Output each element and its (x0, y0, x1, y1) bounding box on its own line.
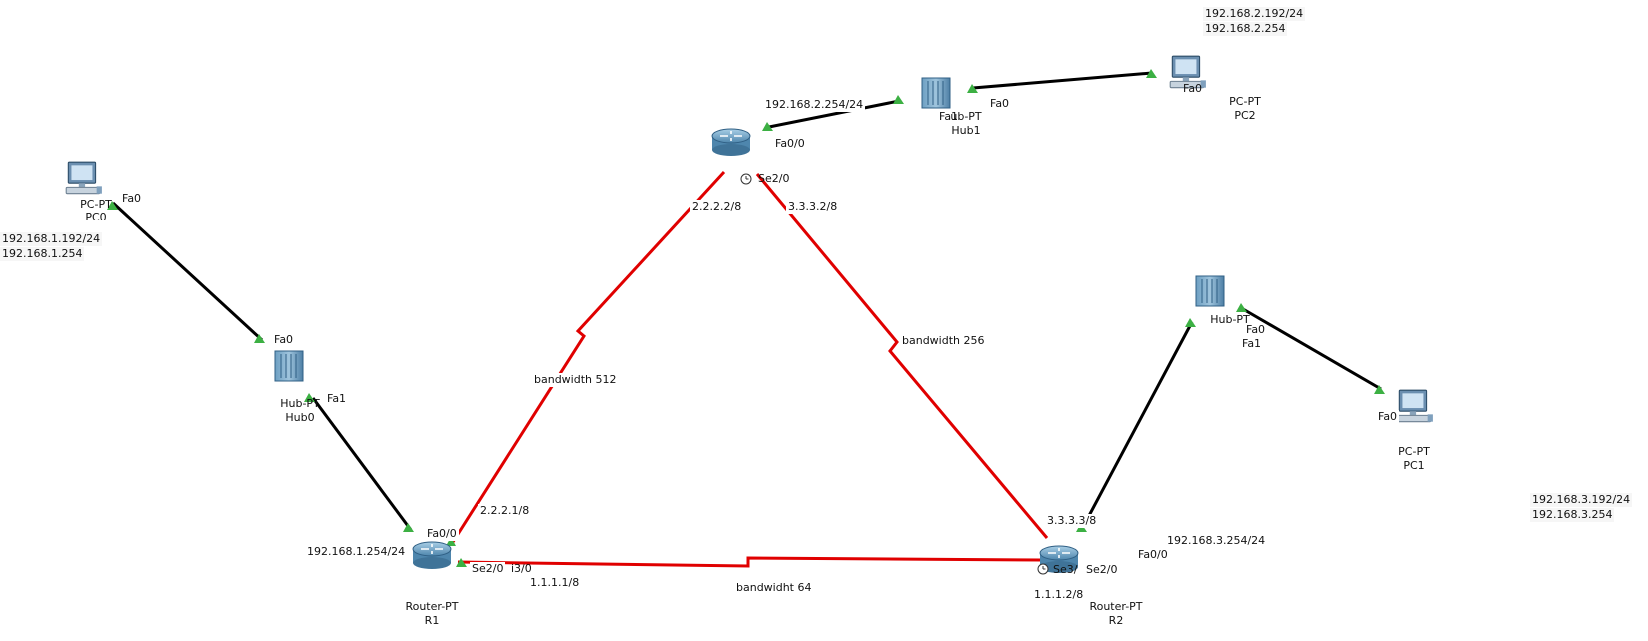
router-r0-icon[interactable] (711, 128, 751, 156)
r2-lan-address: 192.168.3.254/24 (1167, 534, 1266, 547)
r1-name-label: R1 (424, 614, 440, 627)
port-led-r1-se30 (456, 558, 467, 567)
r0-serial-address-left: 2.2.2.2/8 (690, 200, 744, 214)
pc1-ip: 192.168.3.192/24 (1530, 493, 1633, 507)
link-hub0-r1 (311, 397, 413, 531)
port-led-hub0-fa0 (254, 334, 265, 343)
r2-serial-address-top: 3.3.3.3/8 (1045, 514, 1099, 528)
hub-hub1-icon[interactable] (921, 77, 951, 109)
r2-name-label: R2 (1108, 614, 1124, 627)
r1-serial-address: 2.2.2.1/8 (478, 504, 532, 518)
link-pc0-hub0 (111, 201, 264, 342)
hub0-name-label: Hub0 (285, 411, 315, 424)
port-led-hub2-fa1 (1185, 318, 1196, 327)
r2-port-fa00: Fa0/0 (1138, 548, 1168, 561)
hub2-port-fa0: Fa0 (1246, 323, 1266, 336)
link-bandwidth-r1-r2: bandwidht 64 (734, 581, 814, 595)
pc2-ip: 192.168.2.192/24 (1203, 7, 1306, 21)
r1-port-se20: Se2/0 (470, 562, 506, 576)
port-led-pc2 (1146, 69, 1157, 78)
pc2-gateway: 192.168.2.254 (1203, 22, 1288, 36)
router-r2-icon[interactable] (1039, 545, 1079, 573)
pc1-name-label: PC1 (1403, 459, 1425, 472)
hub1-type-label: ub-PT (950, 110, 982, 123)
hub1-port-fa0: Fa0 (988, 97, 1012, 111)
port-indicators (107, 69, 1385, 567)
link-hub1-pc2 (972, 71, 1153, 90)
r0-lan-address: 192.168.2.254/24 (763, 98, 866, 112)
hub2-type-label: Hub-PT (1210, 313, 1250, 326)
serial-r1-r0 (451, 170, 726, 543)
port-led-pc0 (107, 201, 118, 210)
r1-type-label: Router-PT (405, 600, 459, 613)
router-r1-icon[interactable] (412, 541, 452, 569)
hub2-port-fa1: Fa1 (1242, 337, 1262, 350)
link-bandwidth-r0-r2: bandwidth 256 (900, 334, 987, 348)
r0-port-fa00: Fa0/0 (773, 137, 807, 151)
hub-hub0-icon[interactable] (274, 350, 304, 382)
r2-serial-address-left: 1.1.1.2/8 (1034, 588, 1084, 601)
port-led-hub0-fa1 (304, 393, 315, 402)
hub0-port-fa0: Fa0 (272, 333, 296, 347)
hub1-port-fa1: Fa1 (939, 110, 959, 123)
r1-port-fa00: Fa0/0 (425, 527, 459, 541)
pc2-type-label: PC-PT (1229, 95, 1261, 108)
link-r2-hub2 (1081, 321, 1194, 528)
pc1-gateway: 192.168.3.254 (1530, 508, 1615, 522)
port-led-pc1 (1374, 385, 1385, 394)
pc1-type-label: PC-PT (1398, 445, 1430, 458)
r1-serial-address-2: 1.1.1.1/8 (528, 576, 582, 590)
r1-lan-address: 192.168.1.254/24 (305, 545, 408, 559)
r2-port-se3: Se3/ (1053, 563, 1078, 576)
port-led-r0-fa0 (762, 122, 773, 131)
link-r0-hub1 (768, 99, 900, 129)
port-led-hub1-fa1 (893, 95, 904, 104)
port-led-r1-se20 (446, 537, 456, 546)
port-led-hub2-fa0 (1236, 303, 1247, 312)
hub0-type-label: Hub-PT (280, 397, 320, 410)
serial-r0-r2 (755, 173, 1049, 539)
r1-port-se30: i3/0 (511, 562, 532, 575)
serial-r1-r2 (457, 556, 1042, 568)
clock-icon (740, 173, 752, 185)
r2-type-label: Router-PT (1089, 600, 1143, 613)
r0-serial-address-right: 3.3.3.2/8 (786, 200, 840, 214)
pc0-port-fa0: Fa0 (120, 192, 144, 206)
pc1-port-fa0: Fa0 (1376, 410, 1400, 424)
pc0-gateway: 192.168.1.254 (0, 247, 85, 261)
r0-port-se20: Se2/0 (758, 172, 790, 185)
link-hub2-pc1 (1242, 307, 1382, 391)
port-led-hub1-fa0 (967, 84, 978, 93)
pc0-type-label: PC-PT (80, 198, 112, 211)
pc-pc0-icon[interactable] (65, 161, 103, 195)
pc-pc1-icon[interactable] (1396, 389, 1434, 423)
port-led-r1-fa0 (403, 523, 414, 532)
clock-icon (1037, 563, 1049, 575)
pc0-ip: 192.168.1.192/24 (0, 232, 103, 246)
pc2-port-fa0: Fa0 (1183, 82, 1203, 95)
pc2-name-label: PC2 (1234, 109, 1256, 122)
hub-hub2-icon[interactable] (1195, 275, 1225, 307)
pc0-name-label: PC0 (85, 211, 107, 220)
hub0-port-fa1: Fa1 (325, 392, 349, 406)
r2-port-se20: Se2/0 (1086, 563, 1118, 576)
link-bandwidth-r1-r0: bandwidth 512 (532, 373, 619, 387)
hub1-name-label: Hub1 (951, 124, 981, 137)
